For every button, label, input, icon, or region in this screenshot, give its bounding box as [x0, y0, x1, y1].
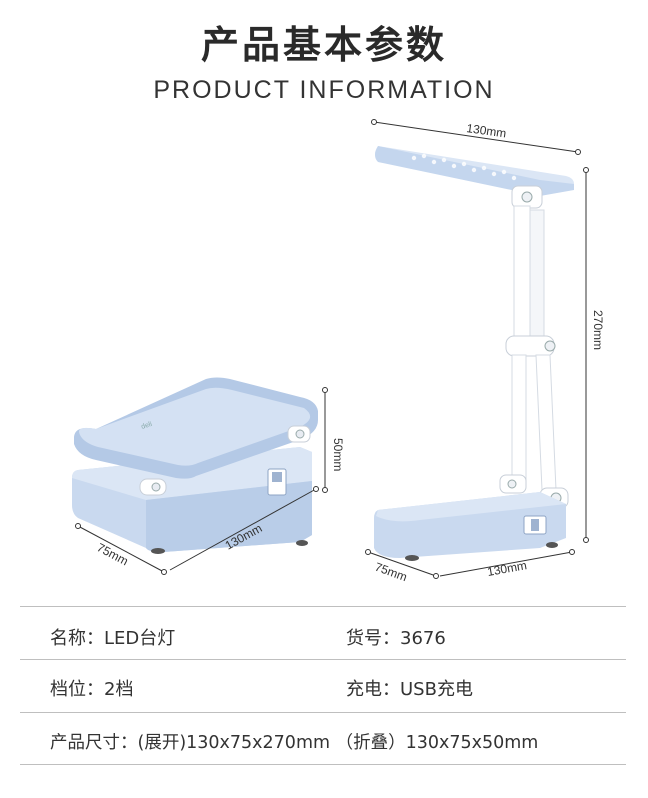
svg-text:deli: deli: [140, 421, 153, 431]
table-divider: [20, 764, 626, 765]
spec-charging: 充电：USB充电: [346, 679, 473, 700]
spec-size: 产品尺寸：(展开)130x75x270mm （折叠）130x75x50mm: [50, 733, 539, 753]
folded-height-label: 50mm: [331, 438, 345, 471]
unfolded-head-length-label: 130mm: [466, 121, 508, 140]
unfolded-width-label: 75mm: [373, 560, 409, 585]
spec-level: 档位：2档: [50, 679, 134, 700]
unfolded-lamp: [374, 146, 574, 561]
unfolded-length-label: 130mm: [486, 558, 528, 579]
product-illustration: deli 50mm 75mm 130mm: [72, 119, 605, 585]
page-title: 产品基本参数: [200, 23, 447, 67]
table-divider: [20, 712, 626, 713]
unfolded-dimension-lines: [365, 119, 589, 579]
page-subtitle: PRODUCT INFORMATION: [153, 76, 495, 104]
table-divider: [20, 606, 626, 607]
spec-item-no: 货号：3676: [346, 628, 446, 649]
table-divider: [20, 659, 626, 660]
spec-name: 名称：LED台灯: [50, 628, 176, 649]
unfolded-height-label: 270mm: [591, 310, 605, 350]
folded-lamp: deli: [72, 377, 318, 554]
folded-dimension-lines: [75, 387, 328, 575]
